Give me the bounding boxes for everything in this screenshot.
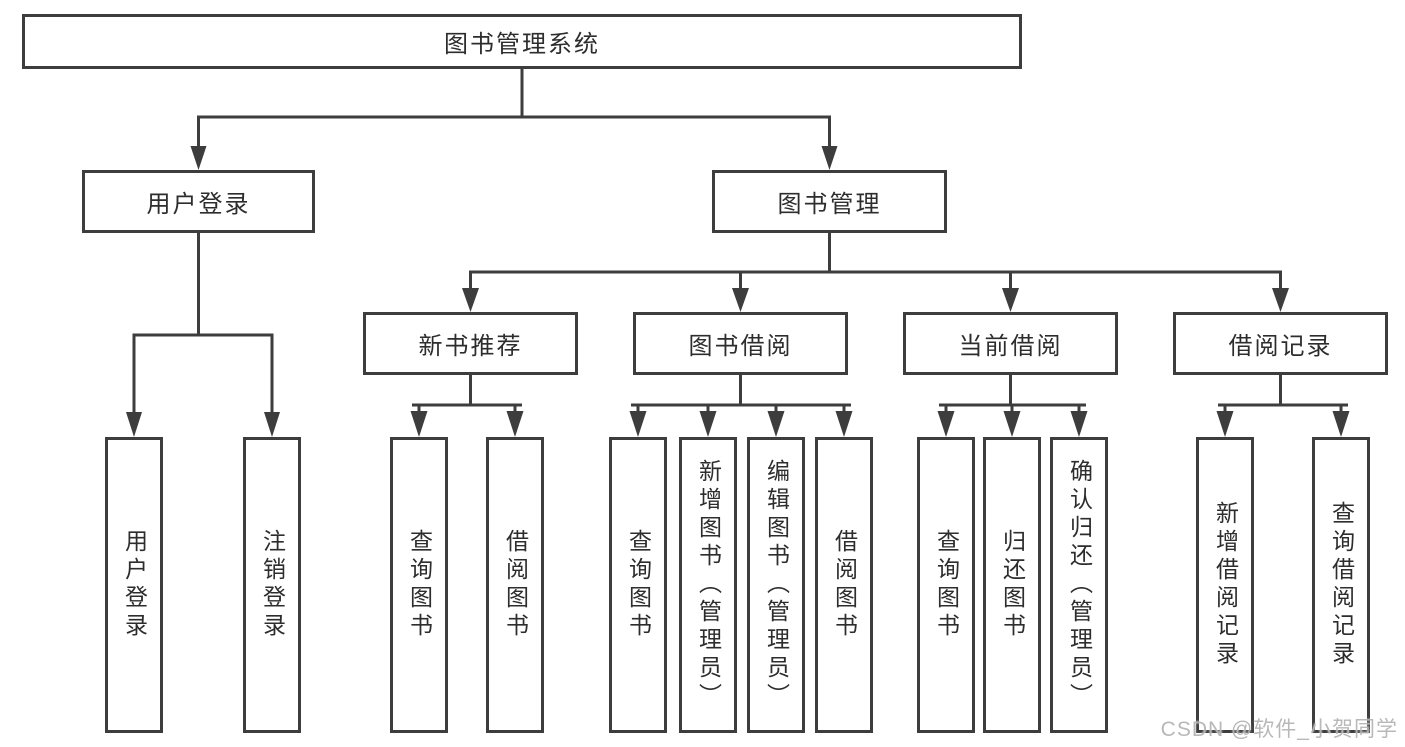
node-borrow-records: 借阅记录 [1173, 312, 1388, 375]
leaf-nb-borrow-books: 借阅图书 [486, 437, 544, 733]
watermark: CSDN @软件_小贺同学 [1160, 718, 1398, 741]
leaf-cb-return-books: 归还图书 [983, 437, 1041, 733]
node-root: 图书管理系统 [22, 14, 1022, 69]
node-new-book-recommend: 新书推荐 [363, 312, 578, 375]
leaf-cb-confirm-return-admin: 确认归还（管理员） [1050, 437, 1108, 733]
leaf-bb-query-books: 查询图书 [609, 437, 667, 733]
leaf-bb-add-books-admin: 新增图书（管理员） [679, 437, 737, 733]
node-user-login: 用户登录 [82, 170, 315, 233]
leaf-br-query-record: 查询借阅记录 [1312, 437, 1370, 733]
leaf-user-login: 用户登录 [105, 437, 163, 733]
leaf-cb-query-books: 查询图书 [917, 437, 975, 733]
node-book-management: 图书管理 [712, 170, 947, 233]
leaf-br-add-record: 新增借阅记录 [1196, 437, 1254, 733]
leaf-bb-borrow-books: 借阅图书 [815, 437, 873, 733]
node-current-borrow: 当前借阅 [903, 312, 1118, 375]
leaf-bb-edit-books-admin: 编辑图书（管理员） [747, 437, 805, 733]
leaf-nb-query-books: 查询图书 [390, 437, 448, 733]
leaf-logout: 注销登录 [243, 437, 301, 733]
node-book-borrow: 图书借阅 [633, 312, 848, 375]
